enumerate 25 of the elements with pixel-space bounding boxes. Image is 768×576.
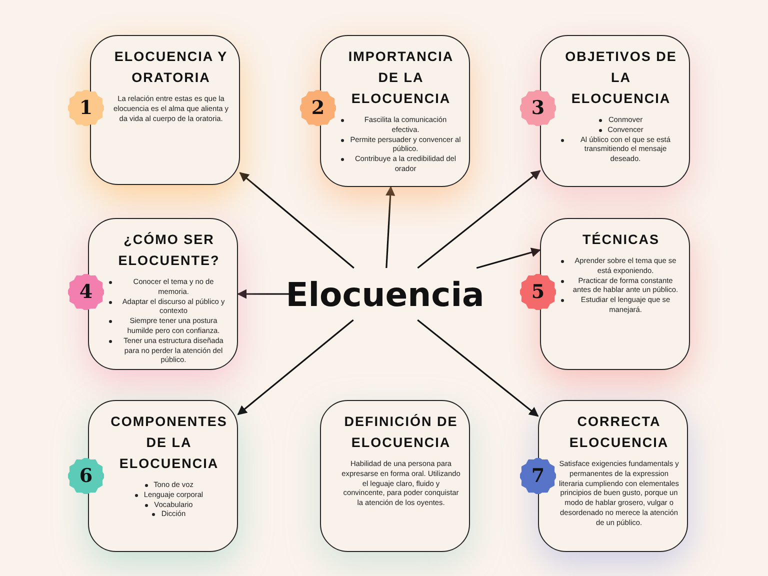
topic-card: [320, 400, 470, 552]
number-badge: 4: [68, 274, 104, 310]
card-heading: COMPONENTES DE LA ELOCUENCIA: [110, 413, 228, 473]
number-badge: 2: [300, 90, 336, 126]
card-heading: ¿CÓMO SER ELOCUENTE?: [117, 231, 221, 270]
arrow: [237, 319, 354, 416]
arrow: [417, 170, 541, 269]
card-heading: OBJETIVOS DE LA ELOCUENCIA: [564, 48, 678, 108]
arrow: [476, 248, 541, 269]
card-heading: ELOCUENCIA Y ORATORIA: [113, 48, 229, 87]
number-badge: 3: [520, 90, 556, 126]
card-heading: IMPORTANCIA DE LA ELOCUENCIA: [347, 48, 455, 108]
central-title: Elocuencia: [290, 268, 480, 320]
card-heading: CORRECTA ELOCUENCIA: [568, 413, 670, 452]
number-badge: 5: [520, 274, 556, 310]
arrow: [237, 289, 290, 299]
number-badge: 7: [520, 458, 556, 494]
arrow: [386, 186, 396, 268]
card-heading: TÉCNICAS: [582, 231, 660, 249]
number-badge: 6: [68, 458, 104, 494]
arrow: [417, 319, 539, 417]
topic-card: [90, 35, 240, 185]
card-heading: DEFINICIÓN DE ELOCUENCIA: [343, 413, 459, 452]
arrow: [239, 172, 354, 269]
number-badge: 1: [68, 90, 104, 126]
